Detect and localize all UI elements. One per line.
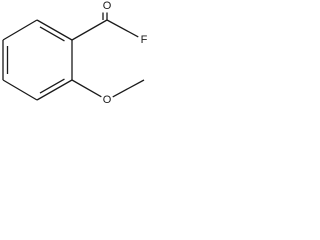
atom-label-f-8: F	[141, 34, 148, 46]
bond-10	[112, 79, 145, 98]
molecule-structure-diagram: O F O	[2, 0, 148, 106]
bonds-layer	[2, 12, 145, 101]
bond-4	[2, 19, 38, 41]
bond-9	[71, 79, 102, 98]
bond-1	[36, 79, 73, 101]
atom-labels-layer: O F O	[103, 0, 148, 106]
atom-label-o-9: O	[103, 94, 112, 106]
bond-2	[2, 79, 38, 101]
bond-5-inner	[39, 26, 65, 42]
bond-6	[71, 19, 108, 41]
bond-5	[36, 19, 73, 41]
bond-1-inner	[39, 78, 65, 94]
bond-8	[106, 19, 139, 38]
atom-label-o-7: O	[103, 0, 112, 12]
